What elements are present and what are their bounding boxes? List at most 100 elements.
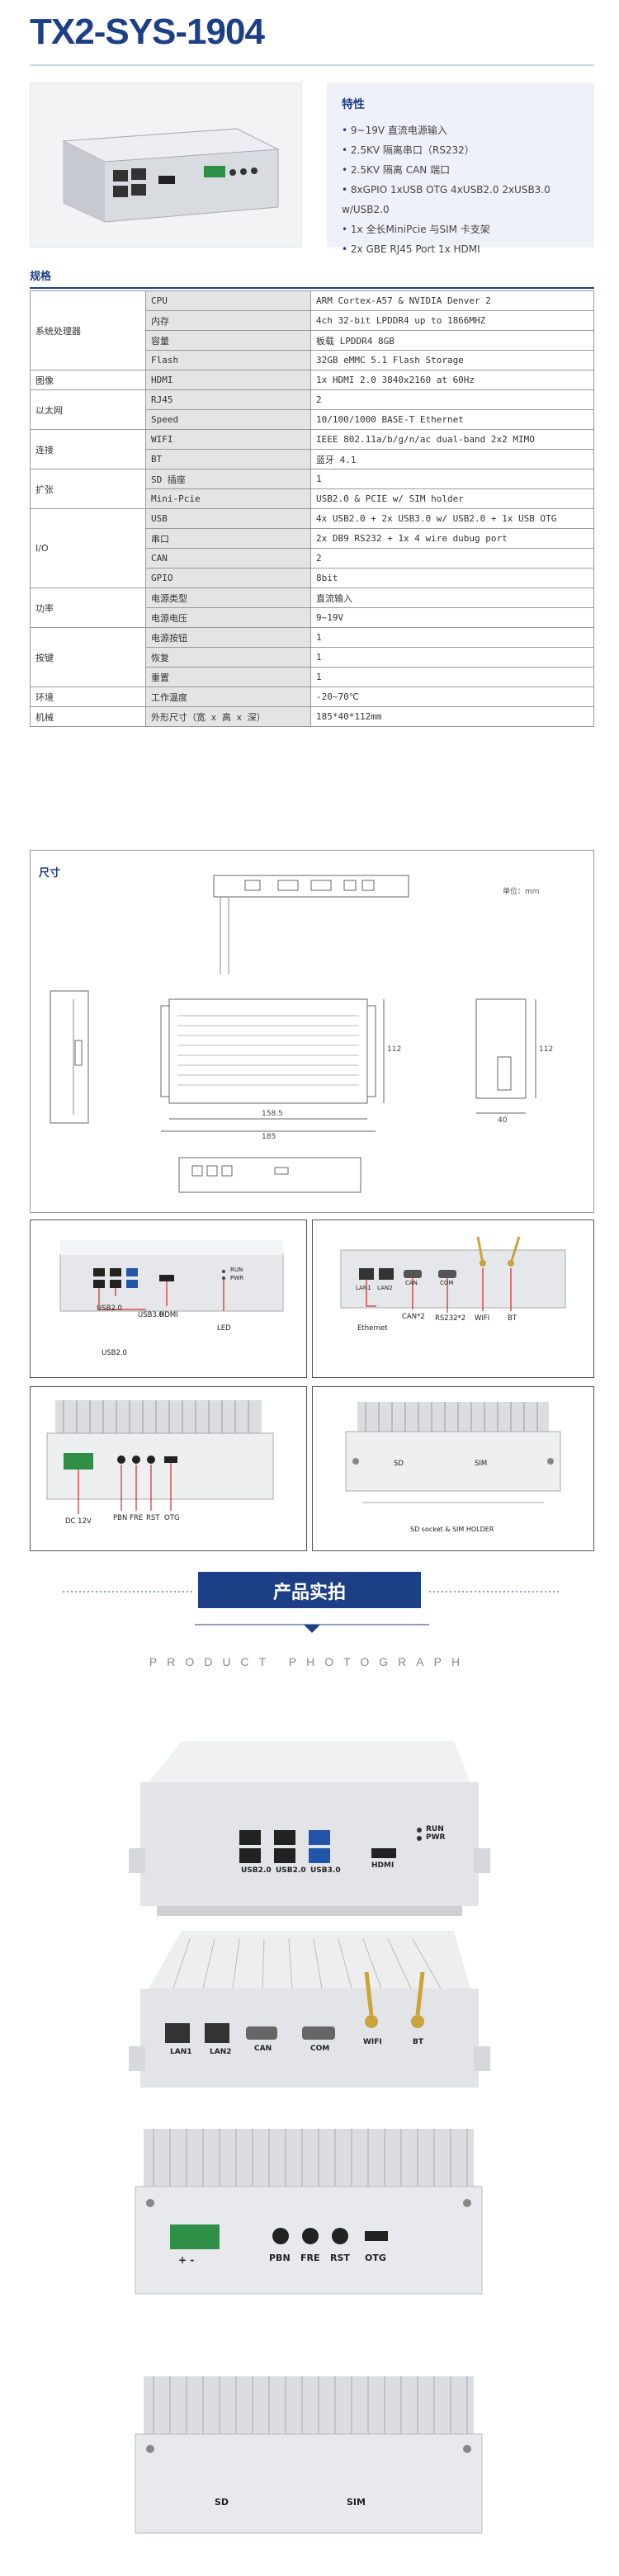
photo2-can: CAN (254, 2045, 272, 2053)
spec-value: 2x DB9 RS232 + 1x 4 wire dubug port (310, 528, 594, 549)
spec-value: 185*40*112mm (310, 706, 594, 727)
spec-value: ARM Cortex-A57 & NVIDIA Denver 2 (310, 290, 594, 311)
spec-value: 1x HDMI 2.0 3840x2160 at 60Hz (310, 370, 594, 390)
spec-item: SD 插座 (145, 469, 311, 489)
product-photo-title: 产品实拍 (272, 1583, 346, 1603)
product-photo-subtitle: PRODUCT PHOTOGRAPH (149, 1655, 470, 1668)
label-bt: BT (508, 1314, 517, 1323)
spec-category: I/O (30, 508, 146, 588)
spec-value: 2 (310, 548, 594, 569)
spec-item: CPU (145, 290, 311, 311)
dim-width-inner: 158.5 (262, 1110, 283, 1118)
side1-panel-diagram: DC 12V PBN FRE RST OTG (30, 1386, 307, 1551)
spec-category: 扩张 (30, 469, 146, 509)
feature-item: 2x GBE RJ45 Port 1x HDMI (342, 239, 579, 259)
dimension-drawing-panel: 尺寸 单位：mm (30, 850, 594, 1213)
product-photo-front: USB2.0 USB2.0 USB3.0 HDMI RUN PWR (124, 1733, 495, 1931)
spec-category: 按键 (30, 627, 146, 687)
spec-category: 机械 (30, 706, 146, 727)
photo2-bt: BT (413, 2038, 423, 2046)
spec-item: Flash (145, 350, 311, 370)
label-pbn: PBN (113, 1514, 128, 1522)
photo2-lan1: LAN1 (170, 2048, 192, 2056)
label-sd-sim-caption: SD socket & SIM HOLDER (410, 1526, 494, 1533)
spec-item: 重置 (145, 667, 311, 687)
photo3-fre: FRE (300, 2253, 320, 2263)
label-lan2: LAN2 (377, 1285, 393, 1291)
photo3-pbn: PBN (269, 2253, 291, 2263)
spec-heading: 规格 (30, 267, 594, 289)
photo-side-buttons-illustration (135, 2129, 483, 2295)
spec-value: 4x USB2.0 + 2x USB3.0 w/ USB2.0 + 1x USB… (310, 508, 594, 529)
spec-row: 环境工作温度-20~70℃ (30, 686, 594, 707)
dim-depth: 112 (387, 1045, 402, 1054)
spec-value: 8bit (310, 568, 594, 588)
photo1-usb3: USB3.0 (310, 1866, 341, 1875)
section-decoration (63, 1591, 561, 1633)
photo2-com: COM (310, 2045, 330, 2053)
dim-width-outer: 185 (262, 1133, 276, 1141)
label-fre: FRE (130, 1514, 144, 1522)
spec-value: 32GB eMMC 5.1 Flash Storage (310, 350, 594, 370)
rear-panel-illustration (340, 1236, 566, 1313)
label-sd: SD (394, 1460, 404, 1468)
spec-item: 电源类型 (145, 587, 311, 608)
label-rst: RST (146, 1514, 160, 1522)
spec-category: 图像 (30, 370, 146, 390)
label-usb2-a: USB2.0 (97, 1305, 122, 1313)
spec-item: CAN (145, 548, 311, 569)
label-hdmi: HDMI (159, 1311, 178, 1319)
spec-item: GPIO (145, 568, 311, 588)
photo1-pwr: PWR (426, 1833, 446, 1842)
product-photo-side-sd: SD SIM (124, 2352, 495, 2550)
feature-item: 2.5KV 隔离串口（RS232） (342, 140, 579, 160)
spec-row: 容量板载 LPDDR4 8GB (31, 330, 594, 351)
dimension-label: 尺寸 (39, 867, 61, 880)
spec-row: 机械外形尺寸（宽 x 高 x 深）185*40*112mm (30, 706, 594, 727)
spec-value: IEEE 802.11a/b/g/n/ac dual-band 2x2 MIMO (310, 429, 594, 450)
spec-item: RJ45 (145, 389, 311, 410)
label-pwr: PWR (230, 1275, 244, 1281)
spec-heading-text: 规格 (30, 271, 52, 283)
photo4-sim: SIM (347, 2497, 366, 2508)
label-sim: SIM (475, 1460, 488, 1468)
side2-panel-illustration (345, 1402, 561, 1503)
spec-value: -20~70℃ (310, 686, 594, 707)
photo1-usb2-a: USB2.0 (241, 1866, 272, 1875)
label-dc: DC 12V (65, 1517, 92, 1526)
spec-value: 10/100/1000 BASE-T Ethernet (310, 409, 594, 430)
label-rs232: RS232*2 (435, 1314, 466, 1323)
spec-value: 9~19V (310, 607, 594, 628)
product-photo-side-buttons: + - PBN FRE RST OTG (124, 2121, 495, 2302)
photo3-otg: OTG (365, 2253, 386, 2263)
spec-item: Speed (145, 409, 311, 430)
spec-value: 1 (310, 667, 594, 687)
title-divider (30, 64, 594, 66)
photo2-lan2: LAN2 (210, 2048, 232, 2056)
label-can: CAN (405, 1280, 418, 1286)
label-lan1: LAN1 (356, 1285, 371, 1291)
features-panel: 特性 9~19V 直流电源输入 2.5KV 隔离串口（RS232） 2.5KV … (327, 83, 594, 255)
product-photo-rear: LAN1 LAN2 CAN COM WIFI BT (124, 1923, 495, 2112)
spec-value: 蓝牙 4.1 (310, 449, 594, 469)
spec-value: 板载 LPDDR4 8GB (310, 330, 594, 351)
photo1-usb2-b: USB2.0 (276, 1866, 306, 1875)
photo1-run: RUN (426, 1825, 444, 1833)
device-illustration (62, 128, 280, 223)
label-can2: CAN*2 (402, 1313, 425, 1321)
dim-height: 40 (498, 1116, 508, 1125)
spec-item: 外形尺寸（宽 x 高 x 深） (145, 706, 311, 727)
